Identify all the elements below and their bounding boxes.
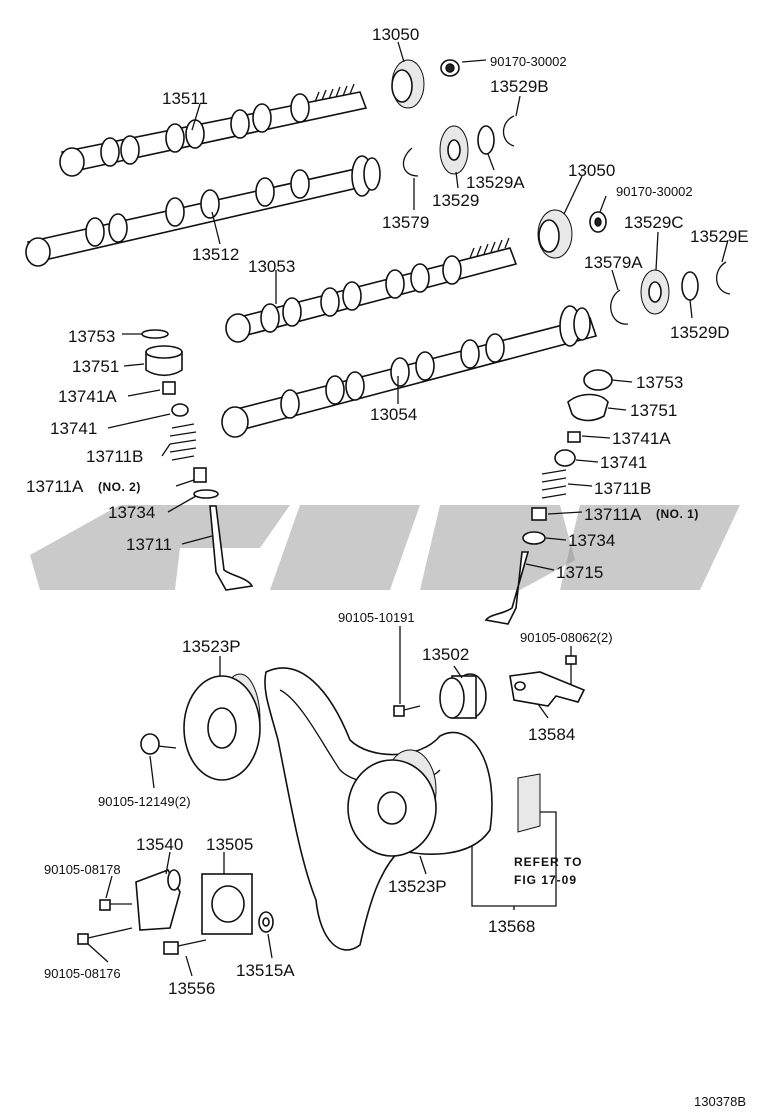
bracket-13584 — [509, 671, 586, 707]
pulley-13523P-upper — [183, 673, 261, 781]
camshaft-13512 — [25, 155, 381, 267]
label-13734-right: 13734 — [568, 531, 615, 550]
label-13741A-right: 13741A — [612, 429, 671, 448]
label-13502: 13502 — [422, 645, 469, 664]
label-90105-08062: 90105-08062(2) — [520, 630, 613, 645]
label-13711A-left: 13711A — [26, 477, 84, 496]
valve-stack-right — [484, 369, 613, 625]
label-13529E: 13529E — [690, 227, 749, 246]
label-13529: 13529 — [432, 191, 479, 210]
gear-13050-lower — [537, 209, 573, 259]
note-refer-to: REFER TO — [514, 855, 582, 869]
label-13584: 13584 — [528, 725, 575, 744]
note-no2: (NO. 2) — [98, 480, 141, 494]
ring-13529A — [477, 125, 495, 155]
label-13050-lower: 13050 — [568, 161, 615, 180]
camshaft-13054 — [221, 305, 598, 438]
snap-ring-13529E — [716, 261, 731, 295]
snap-ring-13529B — [502, 115, 515, 147]
label-13579A: 13579A — [584, 253, 643, 272]
gear-13050-upper — [391, 59, 425, 109]
valve-stack-left — [141, 329, 254, 591]
label-13540: 13540 — [136, 835, 183, 854]
label-90105-08176: 90105-08176 — [44, 966, 121, 981]
label-13741A-left: 13741A — [58, 387, 117, 406]
ring-13579A — [610, 289, 629, 325]
washer-13515A — [258, 911, 274, 933]
label-90170-upper: 90170-30002 — [490, 54, 567, 69]
label-13529B: 13529B — [490, 77, 549, 96]
label-13050-upper: 13050 — [372, 25, 419, 44]
label-13529C: 13529C — [624, 213, 684, 232]
nut-90170-lower — [589, 211, 607, 233]
diagram-code: 130378B — [694, 1094, 746, 1109]
label-90105-12149: 90105-12149(2) — [98, 794, 191, 809]
label-13053: 13053 — [248, 257, 295, 276]
label-13741-left: 13741 — [50, 419, 97, 438]
bolt-90105-10191 — [393, 705, 421, 717]
label-13523P-upper: 13523P — [182, 637, 241, 656]
bolt-13556 — [163, 939, 207, 955]
ring-13529D — [681, 271, 699, 301]
label-13751-left: 13751 — [72, 357, 119, 376]
label-13515A: 13515A — [236, 961, 295, 980]
label-13741-right: 13741 — [600, 453, 647, 472]
label-13054: 13054 — [370, 405, 417, 424]
label-90105-10191: 90105-10191 — [338, 610, 415, 625]
gear-13529 — [439, 125, 469, 175]
tensioner-13505 — [201, 873, 253, 935]
label-13734-left: 13734 — [108, 503, 155, 522]
bolt-90105-08062 — [565, 655, 577, 684]
label-13523P-lower: 13523P — [388, 877, 447, 896]
label-13753-right: 13753 — [636, 373, 683, 392]
label-90170-lower: 90170-30002 — [616, 184, 693, 199]
nut-90170-upper — [440, 59, 460, 77]
label-13556: 13556 — [168, 979, 215, 998]
label-13751-right: 13751 — [630, 401, 677, 420]
bolt-90105-08176 — [77, 927, 133, 945]
bolt-90105-12149 — [140, 733, 177, 755]
label-13568: 13568 — [488, 917, 535, 936]
label-13529A: 13529A — [466, 173, 525, 192]
note-fig-17-09: FIG 17-09 — [514, 873, 577, 887]
note-no1: (NO. 1) — [656, 507, 699, 521]
ring-13579 — [402, 147, 419, 177]
label-13715: 13715 — [556, 563, 603, 582]
label-13579: 13579 — [382, 213, 429, 232]
label-13711B-left: 13711B — [86, 447, 143, 466]
camshaft-13511 — [59, 83, 368, 177]
label-13753-left: 13753 — [68, 327, 115, 346]
label-90105-08178: 90105-08178 — [44, 862, 121, 877]
bolt-90105-08178 — [99, 899, 132, 911]
idler-13502 — [439, 673, 487, 719]
camshaft-13053 — [225, 237, 518, 343]
label-13511: 13511 — [162, 89, 208, 108]
tensioner-13540 — [135, 869, 181, 931]
part-labels: 13050 90170-30002 13529B 13511 13579 135… — [26, 25, 749, 1109]
watermark-logo — [30, 505, 740, 590]
label-13505: 13505 — [206, 835, 253, 854]
leader-lines — [87, 41, 729, 977]
cover-piece — [517, 773, 541, 833]
label-13711A-right: 13711A — [584, 505, 642, 524]
gear-13529C — [640, 269, 670, 315]
label-13711B-right: 13711B — [594, 479, 651, 498]
label-13529D: 13529D — [670, 323, 730, 342]
label-13711: 13711 — [126, 535, 172, 554]
label-13512: 13512 — [192, 245, 239, 264]
pulley-13523P-lower — [347, 749, 437, 857]
